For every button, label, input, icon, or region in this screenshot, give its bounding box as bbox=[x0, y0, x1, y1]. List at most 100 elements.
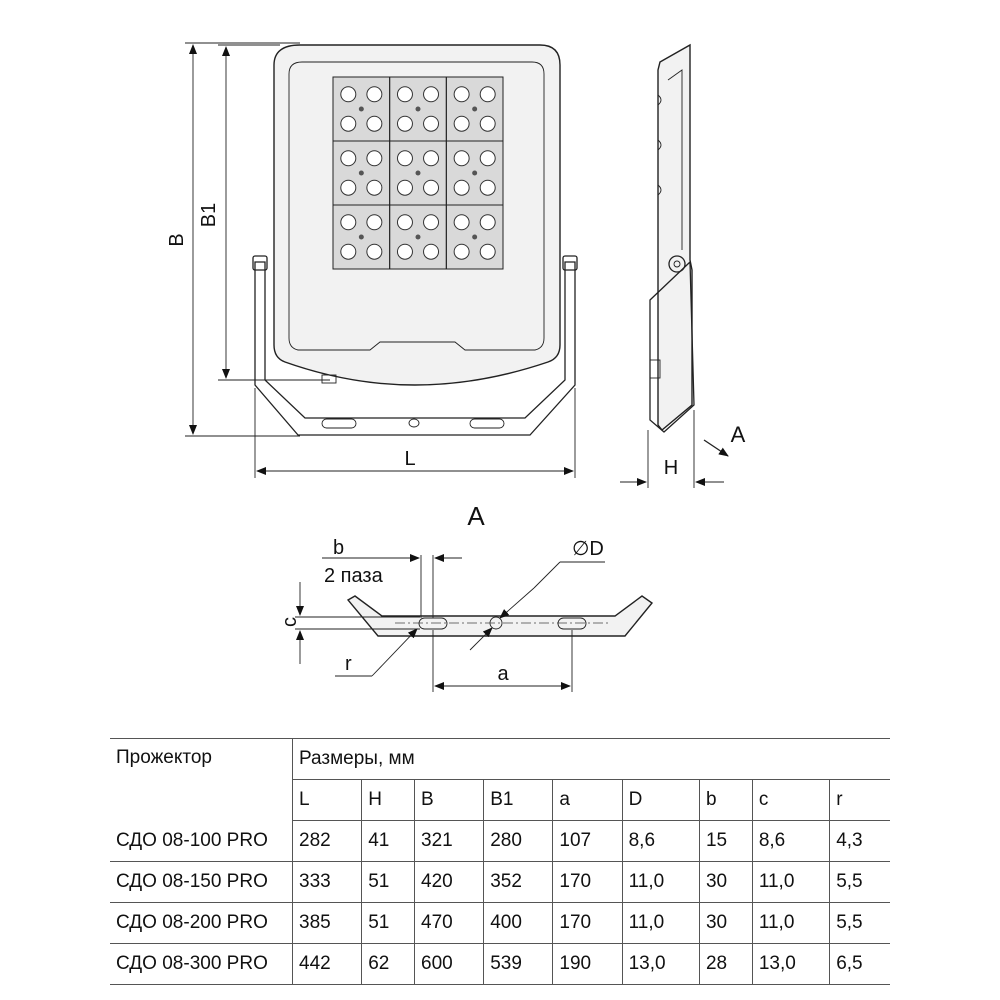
column-header: b bbox=[698, 779, 753, 821]
table-cell: 539 bbox=[483, 943, 553, 985]
table-cell: 28 bbox=[698, 943, 753, 985]
bracket-hole bbox=[408, 418, 420, 428]
table-cell: 442 bbox=[291, 943, 362, 985]
view-arrow-A: A bbox=[703, 422, 746, 457]
table-cell: 30 bbox=[698, 861, 753, 903]
pivot bbox=[668, 255, 686, 273]
label-L: L bbox=[404, 448, 415, 470]
table-cell: 6,5 bbox=[829, 943, 890, 985]
led bbox=[366, 214, 383, 231]
led bbox=[366, 243, 383, 260]
table-cell: 400 bbox=[483, 902, 553, 944]
led bbox=[453, 86, 470, 103]
led bbox=[396, 243, 413, 260]
led bbox=[396, 115, 413, 132]
table-cell: 30 bbox=[698, 902, 753, 944]
table-cell: 11,0 bbox=[621, 861, 700, 903]
side-view bbox=[649, 43, 695, 433]
table-cell: 333 bbox=[291, 861, 362, 903]
label-a: a bbox=[497, 663, 509, 685]
led bbox=[366, 179, 383, 196]
dimension-c: c bbox=[279, 582, 420, 664]
dimension-L: L bbox=[254, 388, 576, 478]
led bbox=[396, 179, 413, 196]
table-cell: 170 bbox=[552, 861, 623, 903]
column-header: B1 bbox=[483, 779, 553, 821]
table-cell: 600 bbox=[414, 943, 484, 985]
led-grid bbox=[332, 76, 504, 270]
label-b: b bbox=[333, 537, 344, 559]
table-cell: 8,6 bbox=[751, 820, 830, 862]
bracket-knob-left bbox=[252, 255, 268, 271]
led bbox=[366, 115, 383, 132]
module-screw bbox=[358, 106, 364, 112]
row-model: СДО 08-150 PRO bbox=[110, 861, 293, 903]
table-cell: 11,0 bbox=[621, 902, 700, 944]
table-cell: 11,0 bbox=[751, 902, 830, 944]
table-cell: 352 bbox=[483, 861, 553, 903]
table-cell: 8,6 bbox=[621, 820, 700, 862]
led bbox=[423, 179, 440, 196]
led bbox=[396, 86, 413, 103]
led bbox=[396, 214, 413, 231]
table-cell: 190 bbox=[552, 943, 623, 985]
led bbox=[479, 214, 496, 231]
label-A-arrow: A bbox=[731, 422, 746, 447]
row-model: СДО 08-100 PRO bbox=[110, 820, 293, 862]
table-cell: 280 bbox=[483, 820, 553, 862]
led bbox=[423, 243, 440, 260]
bracket-detail bbox=[346, 595, 654, 637]
row-model: СДО 08-300 PRO bbox=[110, 943, 293, 985]
led bbox=[479, 179, 496, 196]
column-header: a bbox=[552, 779, 623, 821]
dimension-B1: B1 bbox=[198, 44, 330, 381]
row-model: СДО 08-200 PRO bbox=[110, 902, 293, 944]
label-r: r bbox=[345, 653, 352, 675]
technical-drawing: B B1 L H A A bbox=[166, 42, 746, 692]
table-cell: 4,3 bbox=[829, 820, 890, 862]
led bbox=[453, 179, 470, 196]
module-screw bbox=[415, 234, 421, 240]
label-c: c bbox=[279, 617, 301, 627]
led bbox=[366, 86, 383, 103]
table-cell: 321 bbox=[414, 820, 484, 862]
dimension-a: a bbox=[432, 630, 573, 692]
dimension-D: ∅D bbox=[469, 538, 605, 651]
column-header: c bbox=[751, 779, 830, 821]
led bbox=[479, 86, 496, 103]
led bbox=[366, 150, 383, 167]
led bbox=[340, 115, 357, 132]
table-cell: 470 bbox=[414, 902, 484, 944]
label-B1: B1 bbox=[198, 203, 220, 227]
label-D: ∅D bbox=[572, 538, 604, 560]
table-cell: 41 bbox=[361, 820, 415, 862]
module-screw bbox=[472, 170, 478, 176]
table-cell: 5,5 bbox=[829, 861, 890, 903]
label-slots: 2 паза bbox=[324, 565, 384, 587]
bracket-knob-right bbox=[562, 255, 578, 271]
bracket-slot-left bbox=[321, 418, 357, 429]
led bbox=[396, 150, 413, 167]
column-header: H bbox=[361, 779, 415, 821]
dimension-H: H bbox=[620, 410, 724, 488]
table-header-row: Прожектор Размеры, мм bbox=[110, 738, 890, 821]
label-B: B bbox=[166, 233, 188, 246]
dimension-b: b 2 паза bbox=[322, 537, 462, 618]
led bbox=[423, 150, 440, 167]
led bbox=[453, 150, 470, 167]
table-cell: 5,5 bbox=[829, 902, 890, 944]
column-header: L bbox=[291, 779, 362, 821]
led bbox=[340, 179, 357, 196]
led bbox=[423, 86, 440, 103]
bracket-profile bbox=[346, 595, 654, 637]
module-screw bbox=[358, 170, 364, 176]
dimension-r: r bbox=[335, 628, 418, 677]
table-cell: 107 bbox=[552, 820, 623, 862]
column-header: D bbox=[621, 779, 700, 821]
table-cell: 51 bbox=[361, 902, 415, 944]
